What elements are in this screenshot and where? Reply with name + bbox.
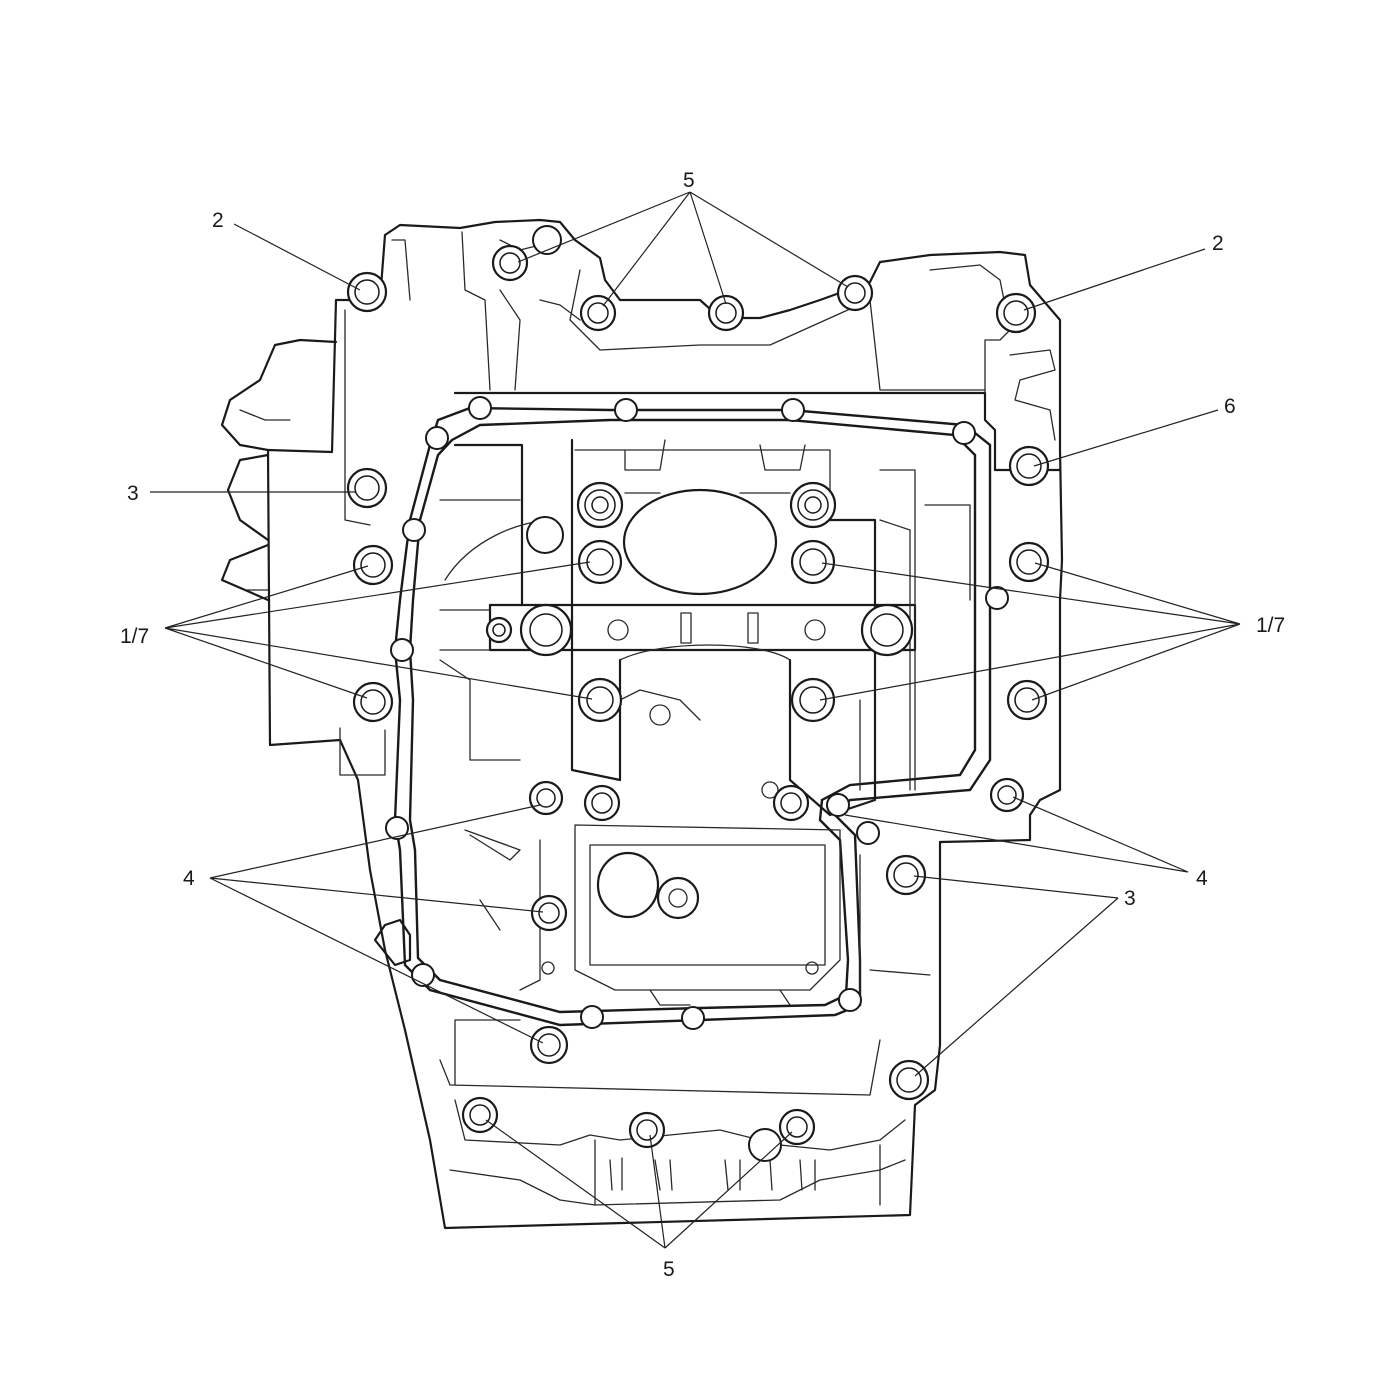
- bolt: [529, 1025, 569, 1065]
- bolt: [628, 1111, 666, 1149]
- bolt: [352, 544, 394, 586]
- bolt: [860, 603, 914, 657]
- bolt: [836, 274, 874, 312]
- bolt: [989, 777, 1025, 813]
- leader-lines: [150, 191, 1241, 1249]
- bolt: [576, 481, 624, 529]
- bolt: [790, 677, 836, 723]
- callout-6: 6: [1224, 395, 1236, 418]
- bolt: [519, 603, 573, 657]
- oil-pickup-area: [373, 824, 931, 1006]
- bolt: [485, 616, 513, 644]
- bolt: [530, 894, 568, 932]
- bolt: [346, 271, 388, 313]
- bolt: [772, 784, 810, 822]
- callout-3-left: 3: [127, 482, 139, 505]
- bolt: [583, 784, 621, 822]
- callout-5-top: 5: [683, 169, 695, 192]
- bolt: [579, 294, 617, 332]
- callout-3-right: 3: [1124, 887, 1136, 910]
- crankcase-outline: [220, 218, 1064, 1230]
- callout-2-top-right: 2: [1212, 232, 1224, 255]
- bolt: [1008, 541, 1050, 583]
- callout-4-right: 4: [1196, 867, 1208, 890]
- bolt: [346, 467, 388, 509]
- bolt: [528, 780, 564, 816]
- callout-2-top-left: 2: [212, 209, 224, 232]
- gasket-holes: [385, 225, 1009, 1162]
- bolt: [789, 481, 837, 529]
- bolt: [577, 539, 623, 585]
- callout-1-7-right: 1/7: [1256, 614, 1285, 637]
- callout-4-left: 4: [183, 867, 195, 890]
- bolt: [707, 294, 745, 332]
- callout-5-bottom: 5: [663, 1258, 675, 1281]
- bolt: [885, 854, 927, 896]
- bolt: [1008, 445, 1050, 487]
- bolt: [491, 244, 529, 282]
- bolt: [995, 292, 1037, 334]
- bolt: [461, 1096, 499, 1134]
- callout-labels: 5 2 2 6 3 1/7 1/7 4 4 3 5: [120, 169, 1285, 1281]
- bolt: [790, 539, 836, 585]
- bolt: [577, 677, 623, 723]
- bolt: [888, 1059, 930, 1101]
- bolt: [1006, 679, 1048, 721]
- main-bearing-cap-area: [439, 438, 971, 817]
- callout-1-7-left: 1/7: [120, 625, 149, 648]
- bolt: [352, 681, 394, 723]
